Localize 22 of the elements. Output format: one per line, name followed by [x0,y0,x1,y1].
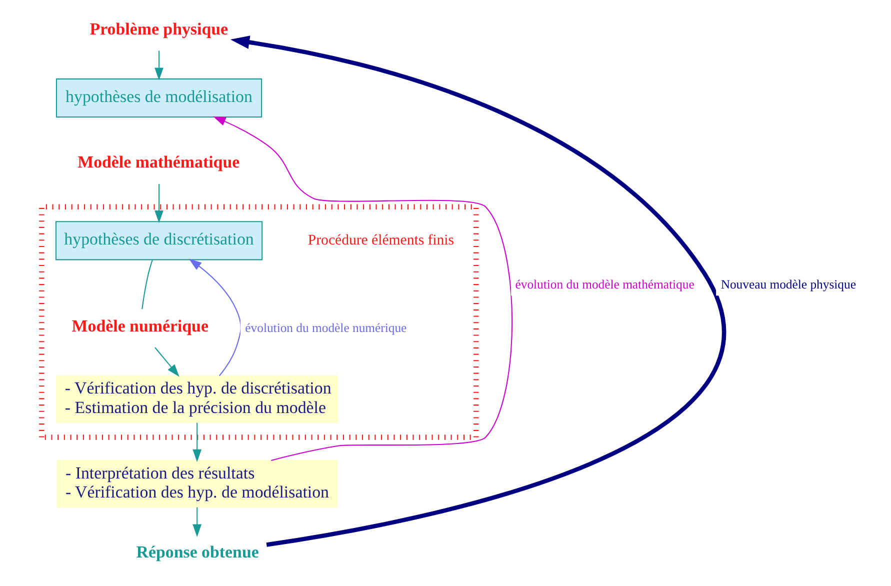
arrow [192,422,202,462]
arrow [230,36,724,547]
connector [141,260,152,310]
node-box: hypothèses de discrétisation [54,221,262,260]
node-text: Modèle numérique [71,316,208,336]
node-box: hypothèses de modélisation [55,78,262,118]
arrow [154,50,163,80]
node-text: Réponse obtenue [136,542,258,562]
arrow [188,258,241,376]
edge-label: évolution du modèle numérique [244,321,406,336]
arrow [192,507,202,537]
node-box: - Vérification des hyp. de discrétisation - Estimation de la précision du modèle [55,375,338,424]
arrow [154,347,179,377]
edge-label: évolution du modèle mathématique [514,277,694,292]
arrow [212,116,512,461]
cluster [38,204,478,440]
node-box: - Interprétation des résultats - Vérification des hyp. de modélisation [56,460,338,508]
arrow [154,184,163,224]
edge-label: Nouveau modèle physique [720,277,856,292]
node-text: Modèle mathématique [77,152,240,172]
node-text: Procédure éléments finis [307,232,454,249]
node-text: Problème physique [89,19,228,38]
